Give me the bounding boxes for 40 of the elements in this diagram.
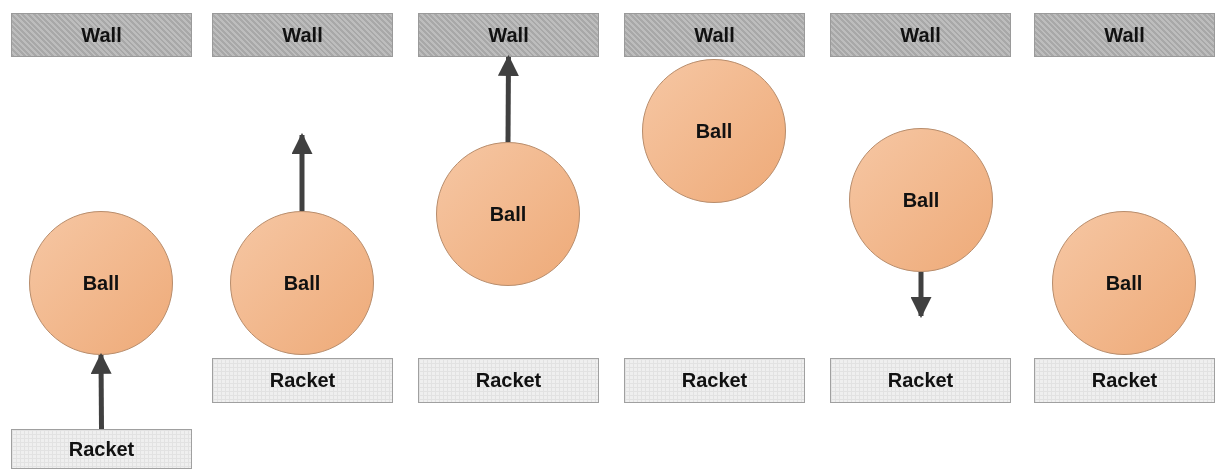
- ball-circle: [29, 211, 173, 355]
- node-label: Ball: [82, 271, 120, 295]
- ball-circle: [230, 211, 374, 355]
- racket-box: [830, 358, 1011, 403]
- node-label: Ball: [695, 119, 733, 143]
- arrow: [90, 352, 112, 429]
- node-label: Ball: [902, 188, 940, 212]
- ball-circle: [1052, 211, 1196, 355]
- arrow: [910, 272, 932, 319]
- node-label: Ball: [1105, 271, 1143, 295]
- wall-box: [830, 13, 1011, 57]
- arrow: [291, 132, 313, 211]
- wall-box: [624, 13, 805, 57]
- racket-box: [212, 358, 393, 403]
- node-label: Wall: [900, 23, 941, 47]
- arrow: [497, 54, 519, 142]
- wall-box: [418, 13, 599, 57]
- ball-circle: [642, 59, 786, 203]
- node-label: Racket: [887, 369, 954, 392]
- node-label: Wall: [81, 23, 122, 47]
- racket-box: [624, 358, 805, 403]
- node-label: Ball: [489, 202, 527, 226]
- node-label: Racket: [475, 369, 542, 392]
- ball-circle: [849, 128, 993, 272]
- node-label: Ball: [283, 271, 321, 295]
- racket-box: [418, 358, 599, 403]
- node-label: Wall: [282, 23, 323, 47]
- node-label: Wall: [694, 23, 735, 47]
- ball-circle: [436, 142, 580, 286]
- node-label: Racket: [68, 437, 135, 461]
- racket-box: [11, 429, 192, 469]
- node-label: Wall: [1104, 23, 1145, 47]
- node-label: Racket: [681, 369, 748, 392]
- wall-box: [1034, 13, 1215, 57]
- node-label: Racket: [269, 369, 336, 392]
- wall-box: [212, 13, 393, 57]
- node-label: Wall: [488, 23, 529, 47]
- wall-box: [11, 13, 192, 57]
- racket-box: [1034, 358, 1215, 403]
- node-label: Racket: [1091, 369, 1158, 392]
